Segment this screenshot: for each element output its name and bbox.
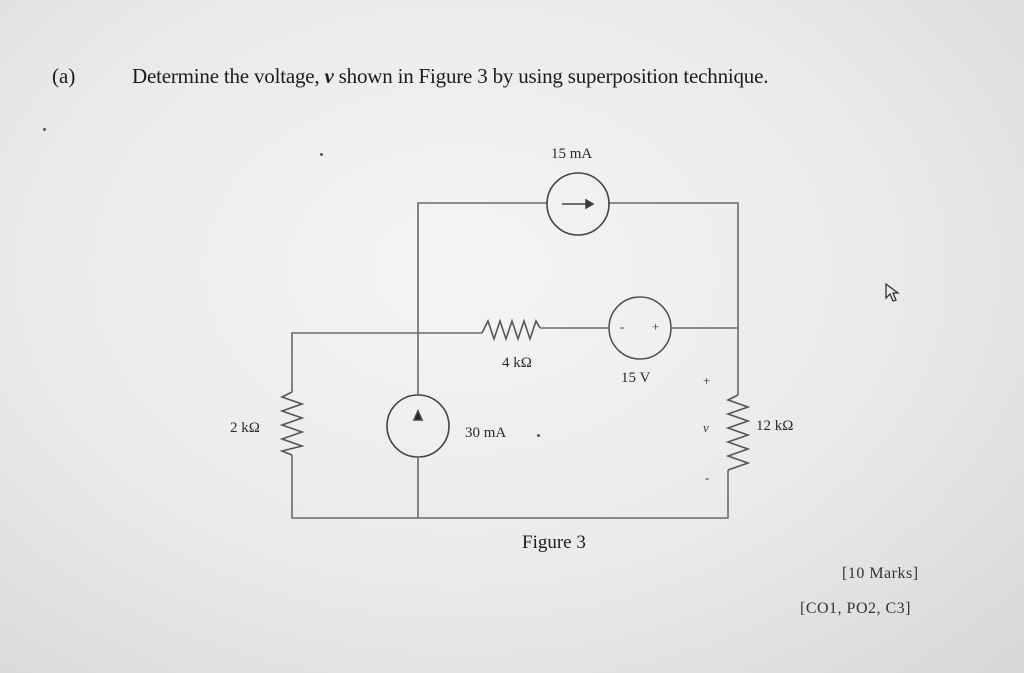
label-15v: 15 V xyxy=(621,370,651,386)
question-text-after: shown in Figure 3 by using superposition… xyxy=(333,64,769,88)
speck xyxy=(43,128,46,131)
course-outcomes-label: [CO1, PO2, C3] xyxy=(800,600,912,617)
current-source-15ma xyxy=(546,172,610,236)
figure-caption: Figure 3 xyxy=(522,532,586,553)
voltage-source-15v xyxy=(608,296,672,360)
vs-minus-sign: - xyxy=(620,319,625,334)
mouse-cursor-icon xyxy=(885,282,900,302)
output-plus-sign: + xyxy=(703,373,711,388)
output-voltage-label: v xyxy=(703,420,709,435)
question-text: Determine the voltage, v shown in Figure… xyxy=(132,64,768,89)
wire-middle-branch xyxy=(291,327,738,392)
speck xyxy=(537,434,540,437)
label-15ma: 15 mA xyxy=(551,146,593,162)
wire-bottom xyxy=(291,455,729,519)
wire-top-loop xyxy=(417,202,739,395)
label-4k: 4 kΩ xyxy=(502,355,532,371)
resistor-4k xyxy=(481,318,541,342)
question-label: (a) xyxy=(52,64,76,88)
question-variable: v xyxy=(324,64,334,88)
speck xyxy=(320,153,323,156)
resistor-12k xyxy=(725,394,751,471)
question-text-before: Determine the voltage, xyxy=(132,64,325,88)
marks-label: [10 Marks] xyxy=(842,565,919,582)
vs-plus-sign: + xyxy=(652,319,660,334)
resistor-2k xyxy=(279,391,305,456)
label-30ma: 30 mA xyxy=(465,425,507,441)
label-12k: 12 kΩ xyxy=(756,418,794,434)
output-minus-sign: - xyxy=(705,470,710,485)
current-source-30ma xyxy=(386,394,450,458)
label-2k: 2 kΩ xyxy=(230,420,260,436)
